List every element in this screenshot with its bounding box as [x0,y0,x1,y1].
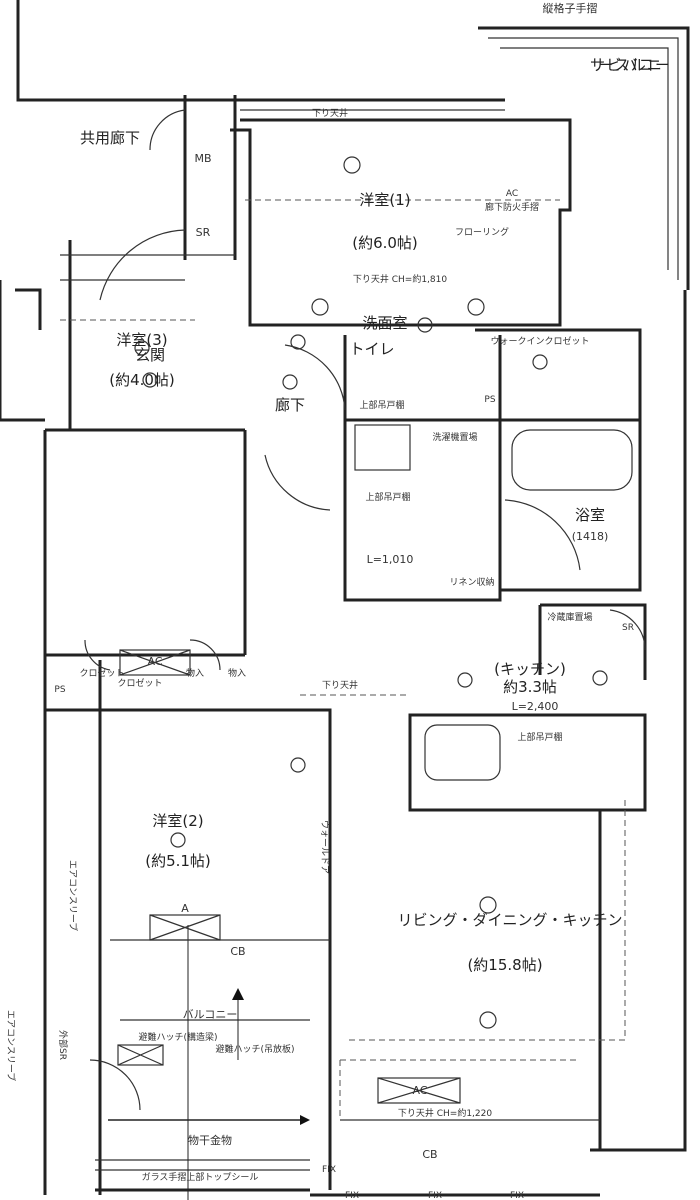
outdoor-sr-label: 外部SR [57,1030,69,1060]
a-mark: A [181,902,189,915]
toilet-label: トイレ [349,340,394,358]
ldk-name: リビング・ダイニング・キッチン [397,911,622,929]
kitchen-cabinet: 上部吊戸棚 [517,731,562,743]
lattice-rail-label: 縦格子手摺 [543,1,598,15]
linen-label: リネン収納 [449,576,494,588]
room-labels: 縦格子手摺 サービスバルコニー 共用廊下 MB SR AC 廊下防火手摺 洋室(… [5,1,670,1200]
fire-rail-label: 廊下防火手摺 [485,201,539,213]
sr-label: SR [196,226,211,239]
hallway-label: 廊下 [275,396,305,414]
cb-label-2: CB [422,1148,437,1161]
ps-label: PS [484,395,495,405]
washroom-cabinet-label: 上部吊戸棚 [365,491,410,503]
western2-size: (約5.1帖) [145,852,211,870]
hatch1-label: 避難ハッチ(構造梁) [138,1031,217,1043]
mb-label: MB [194,152,211,165]
ac-label-3: AC [412,1084,427,1097]
common-corridor-label: 共用廊下 [80,129,140,147]
ac-label: AC [506,189,518,199]
washer-label: 洗濯機置場 [432,431,477,443]
western3-size: (約4.0帖) [109,371,175,389]
storage-label-2: 物入 [228,667,246,679]
kitchen-counter: L=2,400 [512,700,559,713]
fix-label-3: FIX [428,1191,442,1200]
ac-units [117,649,461,1104]
western2-name: 洋室(2) [152,812,203,830]
storage-label-1: 物入 [186,667,204,679]
kitchen-label: (キッチン) [494,660,566,678]
bath-size: (1418) [572,530,609,543]
ldk-ceiling: 下り天井 CH=約1,220 [398,1107,492,1119]
lowered-ceiling-label-2: 下り天井 [322,679,358,691]
sr-label-2: SR [622,623,634,633]
ceiling-lights [134,156,608,1029]
ac-label-2: AC [147,655,162,668]
hatch2-label: 避難ハッチ(吊放板) [215,1043,294,1055]
kitchen-size: 約3.3帖 [503,678,557,696]
closet-label-2: クロゼット [117,677,162,689]
washroom-counter: L=1,010 [367,553,414,566]
ldk-size: (約15.8帖) [467,956,542,974]
aircon-sleeve-label-2: エアコンスリーブ [5,1010,17,1081]
bath-label: 浴室 [575,506,605,524]
western1-ceiling: 下り天井 CH=約1,810 [353,273,447,285]
western1-size: (約6.0帖) [352,234,418,252]
wall-door-label: ウォールドア [319,820,330,874]
fix-label-1: FIX [322,1165,336,1175]
entrance-label: 玄関 [135,346,165,364]
aircon-sleeve-label: エアコンスリーブ [67,860,79,931]
service-balcony-label: サービスバルコニー [590,56,670,74]
lowered-ceiling-label: 下り天井 [312,107,348,119]
walkin-closet-label: ウォークインクロゼット [490,335,589,347]
western1-name: 洋室(1) [359,191,410,209]
closet-label-1: クロゼット [79,667,124,679]
fix-label-4: FIX [510,1191,524,1200]
ps-label-2: PS [54,685,65,695]
fix-label-2: FIX [345,1191,359,1200]
western3-name: 洋室(3) [116,331,167,349]
washroom-label: 洗面室 [362,314,407,332]
toilet-cabinet-label: 上部吊戸棚 [359,399,404,411]
glass-rail-label: ガラス手摺上部トップシール [142,1171,259,1183]
flooring-label: フローリング [455,226,509,238]
fridge-label: 冷蔵庫置場 [547,611,592,623]
cb-label: CB [230,945,245,958]
drying-label: 物干金物 [188,1133,232,1147]
balcony-label: バルコニー [183,1008,238,1021]
